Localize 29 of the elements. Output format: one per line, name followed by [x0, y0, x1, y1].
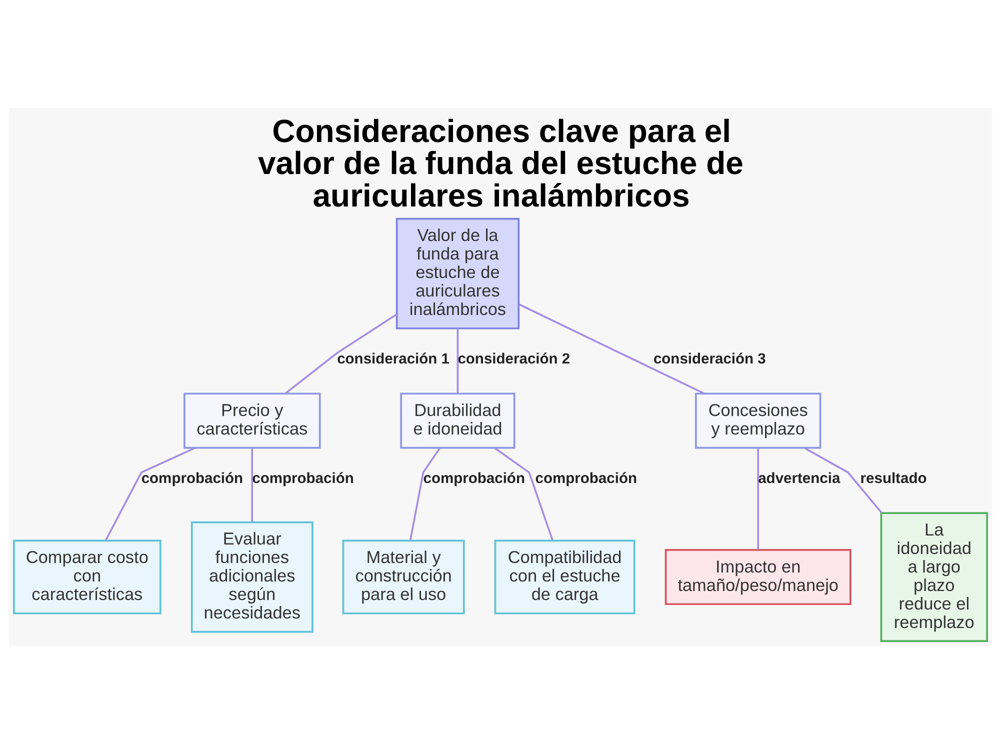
- node-box: Impacto en tamaño/peso/manejo: [664, 549, 851, 606]
- connector: [494, 447, 553, 541]
- node-box: Material y construcción para el uso: [342, 540, 464, 614]
- connector: [408, 448, 440, 540]
- connector: [456, 328, 458, 394]
- connector: [804, 447, 882, 514]
- edge-label: resultado: [860, 470, 926, 487]
- node-box: La idoneidad a largo plazo reduce el reemplazo: [880, 512, 988, 642]
- edge-label: consideración 3: [652, 352, 766, 368]
- edge-label: comprobación: [140, 470, 243, 487]
- edge-label: advertencia: [758, 470, 840, 487]
- node-box: Evaluar funciones adicionales según necesidades: [190, 521, 313, 633]
- node-box: Valor de la funda para estuche de auriculares inalámbricos: [395, 218, 520, 330]
- edge-label: comprobación: [252, 470, 354, 487]
- connector: [518, 303, 704, 394]
- node-box: Comparar costo con características: [12, 540, 161, 614]
- edge-label: comprobación: [422, 470, 524, 487]
- node-box: Durabilidad e idoneidad: [400, 392, 515, 449]
- connector: [250, 448, 253, 522]
- node-box: Precio y características: [183, 392, 320, 449]
- diagram-title: Consideraciones clave para el valor de la funda del estuche de auriculares inalámbricos: [257, 113, 743, 214]
- connector: [756, 448, 759, 550]
- edge-label: consideración 2: [457, 352, 570, 368]
- connector: [104, 447, 195, 541]
- node-box: Concesiones y reemplazo: [694, 392, 821, 449]
- edge-label: consideración 1: [336, 352, 450, 368]
- node-box: Compatibilidad con el estuche de carga: [494, 540, 635, 614]
- connector: [284, 314, 397, 394]
- edge-label: comprobación: [534, 470, 637, 487]
